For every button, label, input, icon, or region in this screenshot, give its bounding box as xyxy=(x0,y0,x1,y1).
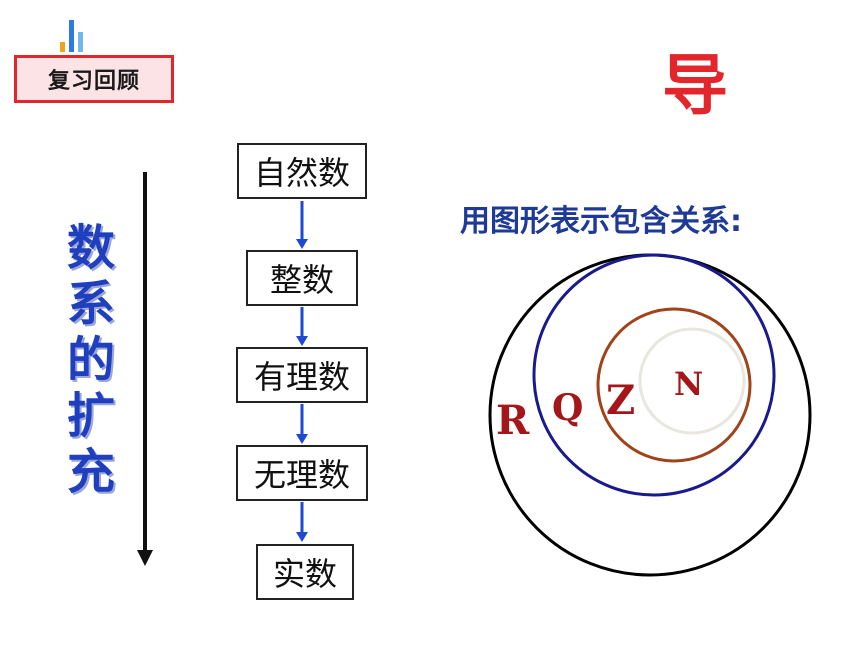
title-char: 充 xyxy=(66,444,115,500)
bar-tall xyxy=(69,20,74,52)
flow-arrow-icon xyxy=(296,201,308,249)
down-arrow-icon xyxy=(137,172,153,566)
title-char: 数 xyxy=(66,220,115,276)
set-label-n: N xyxy=(674,365,703,403)
flow-box-natural: 自然数 xyxy=(237,143,367,199)
flow-label: 有理数 xyxy=(253,358,350,396)
guide-character: 导 xyxy=(662,47,728,124)
flow-arrow-icon xyxy=(296,404,308,444)
flow-box-integer: 整数 xyxy=(246,250,358,306)
vertical-title: 数 系 的 扩 充 xyxy=(62,220,120,500)
flow-box-real: 实数 xyxy=(256,544,354,600)
venn-subtitle: 用图形表示包含关系: xyxy=(460,204,742,239)
review-label: 复习回顾 xyxy=(47,69,140,94)
flow-arrow-icon xyxy=(296,307,308,346)
review-tag: 复习回顾 xyxy=(14,55,174,103)
set-circle-r xyxy=(488,253,812,577)
bar-short xyxy=(60,42,65,52)
set-label-z: Z xyxy=(606,377,635,424)
venn-diagram: R Q Z N xyxy=(488,253,812,577)
flow-arrows xyxy=(296,201,308,542)
set-circle-z xyxy=(596,307,752,463)
title-char: 系 xyxy=(66,276,115,332)
set-label-r: R xyxy=(496,397,530,444)
flow-label: 整数 xyxy=(269,261,334,299)
decorative-bars xyxy=(60,18,100,52)
flow-label: 实数 xyxy=(272,555,337,593)
flow-box-rational: 有理数 xyxy=(236,347,368,403)
title-char: 扩 xyxy=(66,388,115,444)
set-circle-q xyxy=(532,253,776,497)
title-char: 的 xyxy=(66,332,115,388)
set-label-q: Q xyxy=(552,387,583,429)
flow-label: 自然数 xyxy=(253,154,350,192)
flow-box-irrational: 无理数 xyxy=(236,445,368,501)
flow-label: 无理数 xyxy=(253,456,350,494)
bar-medium xyxy=(78,32,83,52)
flow-arrow-icon xyxy=(296,502,308,542)
set-circle-n xyxy=(638,327,746,435)
